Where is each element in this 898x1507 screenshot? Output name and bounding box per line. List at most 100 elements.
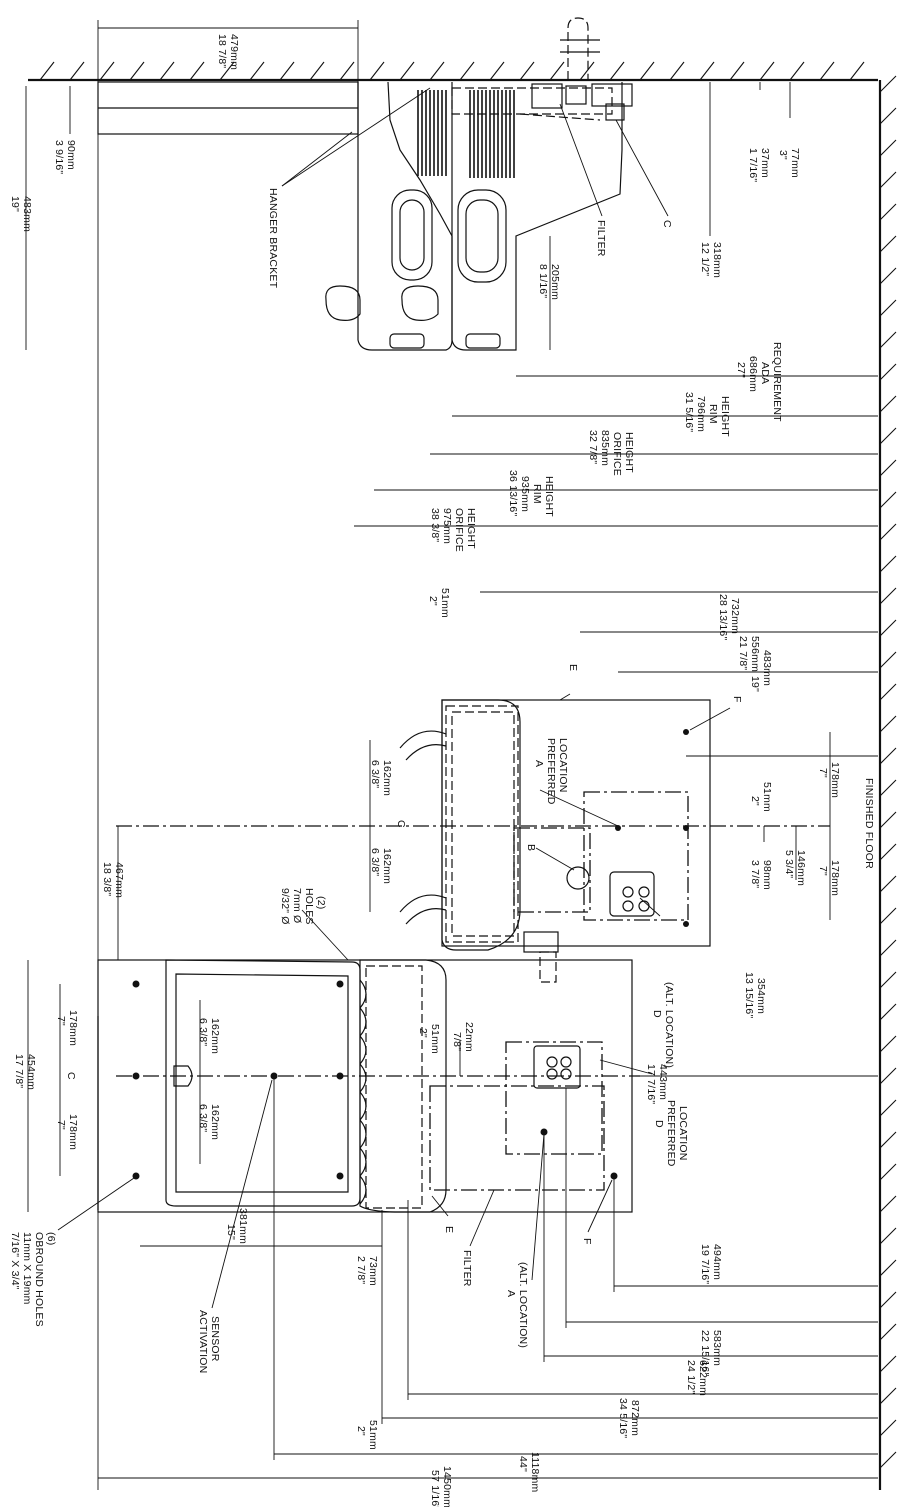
finished-floor-line [878,75,897,1490]
dim-34-5-16: 34 5/16" [617,1398,629,1438]
dim-686mm: 686mm [747,356,759,392]
label-f-mid: F [731,696,743,703]
label-hanger-bracket: HANGER BRACKET [267,188,279,289]
label-alt-location-d: (ALT. LOCATION) [663,982,675,1068]
label-ada: ADA [759,362,771,384]
dim-796mm: 796mm [695,396,707,432]
dim-36-13-16: 36 13/16" [507,470,519,516]
label-requirement: REQUIREMENT [771,342,783,422]
dim-162mm-c: 162mm [209,1018,221,1054]
dim-19-b: 19" [749,676,761,692]
dim-17-7-16: 17 7/16" [645,1064,657,1104]
label-height-3: HEIGHT [543,476,555,517]
label-centerline-left: C [65,1072,77,1080]
dim-381mm: 381mm [237,1208,249,1244]
label-holes-b: 7mm Ø [291,888,303,923]
dim-6-3-8-c: 6 3/8" [197,1018,209,1046]
dim-479mm: 479mm [228,34,240,70]
label-rim-2: RIM [531,484,543,504]
label-e-left: E [443,1226,455,1233]
dim-622mm: 622mm [697,1360,709,1396]
dim-21-7-8: 21 7/8" [737,636,749,670]
dim-7-8: 7/8" [451,1032,463,1051]
dim-7-b: 7" [817,866,829,876]
dim-2-d: 2" [355,1426,367,1436]
label-sensor: SENSOR [209,1316,221,1362]
dim-732mm: 732mm [729,598,741,634]
label-preferred-2: PREFERRED [665,1100,677,1167]
dim-44: 44" [517,1456,529,1472]
dim-3: 3" [777,150,789,160]
label-oblong-2: 11mm X 19mm [21,1232,33,1305]
dimension-labels: 18 7/8" 479mm 19" 483mm 3 9/16" 90mm HAN… [9,34,875,1507]
label-centerline-mid: C [395,820,407,828]
dim-178mm-b: 178mm [829,860,841,896]
dim-19-7-16: 19 7/16" [699,1244,711,1284]
label-oblong-4: (6) [45,1232,57,1245]
dim-22-15-16: 22 15/16" [699,1330,711,1376]
dim-2-7-8: 2 7/8" [355,1256,367,1284]
dim-73mm: 73mm [367,1256,379,1286]
label-location: LOCATION [557,738,569,793]
dim-162mm-d: 162mm [209,1104,221,1140]
dim-483mm-b: 483mm [761,650,773,686]
label-alt-location-a: (ALT. LOCATION) [517,1262,529,1348]
dim-31-5-16: 31 5/16" [683,392,695,432]
dim-6-3-8-b: 6 3/8" [369,848,381,876]
dim-178mm-d: 178mm [67,1114,79,1150]
label-d-preferred: D [653,1120,665,1128]
dim-22mm: 22mm [463,1022,475,1052]
dim-146mm: 146mm [795,850,807,886]
dim-178mm-a: 178mm [829,762,841,798]
label-oblong-1: 7/16" X 3/4" [9,1232,21,1290]
label-finished-floor: FINISHED FLOOR [863,778,875,869]
dim-32-7-8: 32 7/8" [587,430,599,464]
dim-38-3-8: 38 3/8" [429,508,441,542]
dim-935mm: 935mm [519,476,531,512]
label-orifice-1: ORIFICE [611,432,623,476]
label-e-mid: E [567,664,579,671]
dim-8-1-16: 8 1/16" [537,264,549,298]
dim-583mm: 583mm [711,1330,723,1366]
dim-7-c: 7" [55,1016,67,1026]
dim-1450mm: 1450mm [441,1466,453,1507]
label-location-2: LOCATION [677,1106,689,1161]
dim-51mm-d: 51mm [367,1420,379,1450]
label-holes-d: (2) [315,896,327,909]
front-elevation [116,699,830,983]
dimension-lines [25,20,878,1490]
label-orifice-2: ORIFICE [453,508,465,552]
dim-1-7-16: 1 7/16" [747,148,759,182]
label-b: B [525,844,537,851]
dim-2-a: 2" [427,596,439,606]
label-height-1: HEIGHT [719,396,731,437]
label-filter-top: FILTER [595,220,607,257]
dim-494mm: 494mm [711,1244,723,1280]
dim-162mm-b: 162mm [381,848,393,884]
dim-5-3-4: 5 3/4" [783,850,795,878]
dim-17-7-8: 17 7/8" [13,1054,25,1088]
dim-483mm-a: 483mm [21,196,33,232]
label-c-top: C [661,220,673,228]
label-rim-1: RIM [707,404,719,424]
dim-2-c: 2" [417,1028,429,1038]
dim-318mm: 318mm [711,242,723,278]
label-activation: ACTIVATION [197,1310,209,1373]
label-holes-a: 9/32" Ø [279,888,291,925]
dim-28-13-16: 28 13/16" [717,594,729,640]
dim-90mm: 90mm [65,140,77,170]
side-elevation [97,17,633,351]
dim-18-7-8: 18 7/8" [216,34,228,68]
label-holes-c: HOLES [303,888,315,925]
dim-3-7-8: 3 7/8" [749,860,761,888]
dim-467mm: 467mm [113,862,125,898]
dim-98mm: 98mm [761,860,773,890]
dim-454mm: 454mm [25,1054,37,1090]
dim-7-d: 7" [55,1120,67,1130]
label-a-preferred: A [533,760,545,767]
plan-view [97,959,640,1213]
dim-975mm: 975mm [441,508,453,544]
label-f-left: F [581,1238,593,1245]
dim-77mm: 77mm [789,148,801,178]
